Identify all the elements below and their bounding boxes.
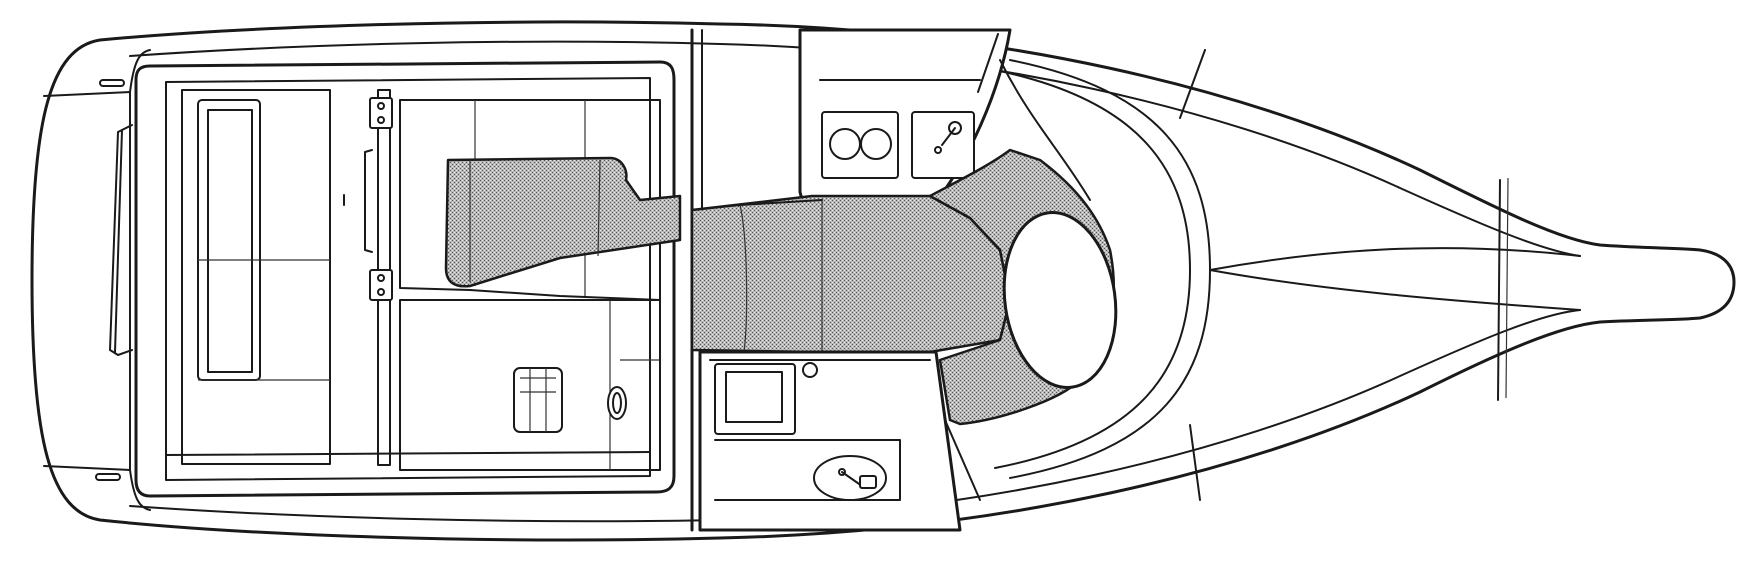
bow-rail-port-inner <box>1505 177 1509 399</box>
bow-deck <box>994 49 1581 501</box>
cabin-edge-upper <box>999 59 1091 201</box>
stern-seat-line <box>198 259 330 381</box>
cockpit <box>134 60 682 498</box>
cabin <box>690 28 1118 532</box>
stern-rail <box>109 124 133 356</box>
bow-rail-starboard <box>1189 424 1201 501</box>
door-handle-rail <box>364 149 373 253</box>
cleat-stern-port <box>99 79 125 87</box>
galley-cabinet-side <box>977 33 999 93</box>
head-side-wall <box>935 351 961 531</box>
head-floor-line <box>714 439 901 501</box>
helm-seat <box>513 367 563 433</box>
stern-seat-inner <box>207 109 253 373</box>
galley-sink <box>911 111 975 179</box>
stove <box>821 111 899 179</box>
bow-centerline-frame <box>1209 247 1581 311</box>
transom-line <box>129 49 151 511</box>
deck-fill-cap <box>607 386 627 420</box>
cleat-stern-starboard <box>95 473 121 481</box>
floor-seam <box>609 300 660 470</box>
cockpit-lounge-cushion <box>444 156 682 288</box>
aft-bulkhead-line <box>165 451 651 456</box>
cockpit-floor-panel <box>399 299 661 471</box>
windshield-arc-inner <box>994 69 1191 469</box>
stern-seat-frame <box>181 89 331 465</box>
cockpit-sole-edge <box>165 77 651 481</box>
hinge-upper <box>369 97 393 129</box>
head-vanity <box>714 362 818 435</box>
hull-outline <box>30 20 1736 542</box>
bow-rail-port <box>1179 49 1501 401</box>
forward-hatch <box>1002 211 1118 389</box>
dinette-back-edge <box>691 199 823 211</box>
cabin-edge-lower <box>944 419 981 501</box>
cushion-seam-2 <box>597 159 601 257</box>
dinette-cushion <box>690 194 1012 354</box>
swim-platform <box>43 91 131 471</box>
engine-hatch <box>399 99 661 301</box>
hinge-lower <box>369 269 393 301</box>
head-toilet <box>813 455 887 501</box>
dinette-seam-1 <box>739 204 748 353</box>
